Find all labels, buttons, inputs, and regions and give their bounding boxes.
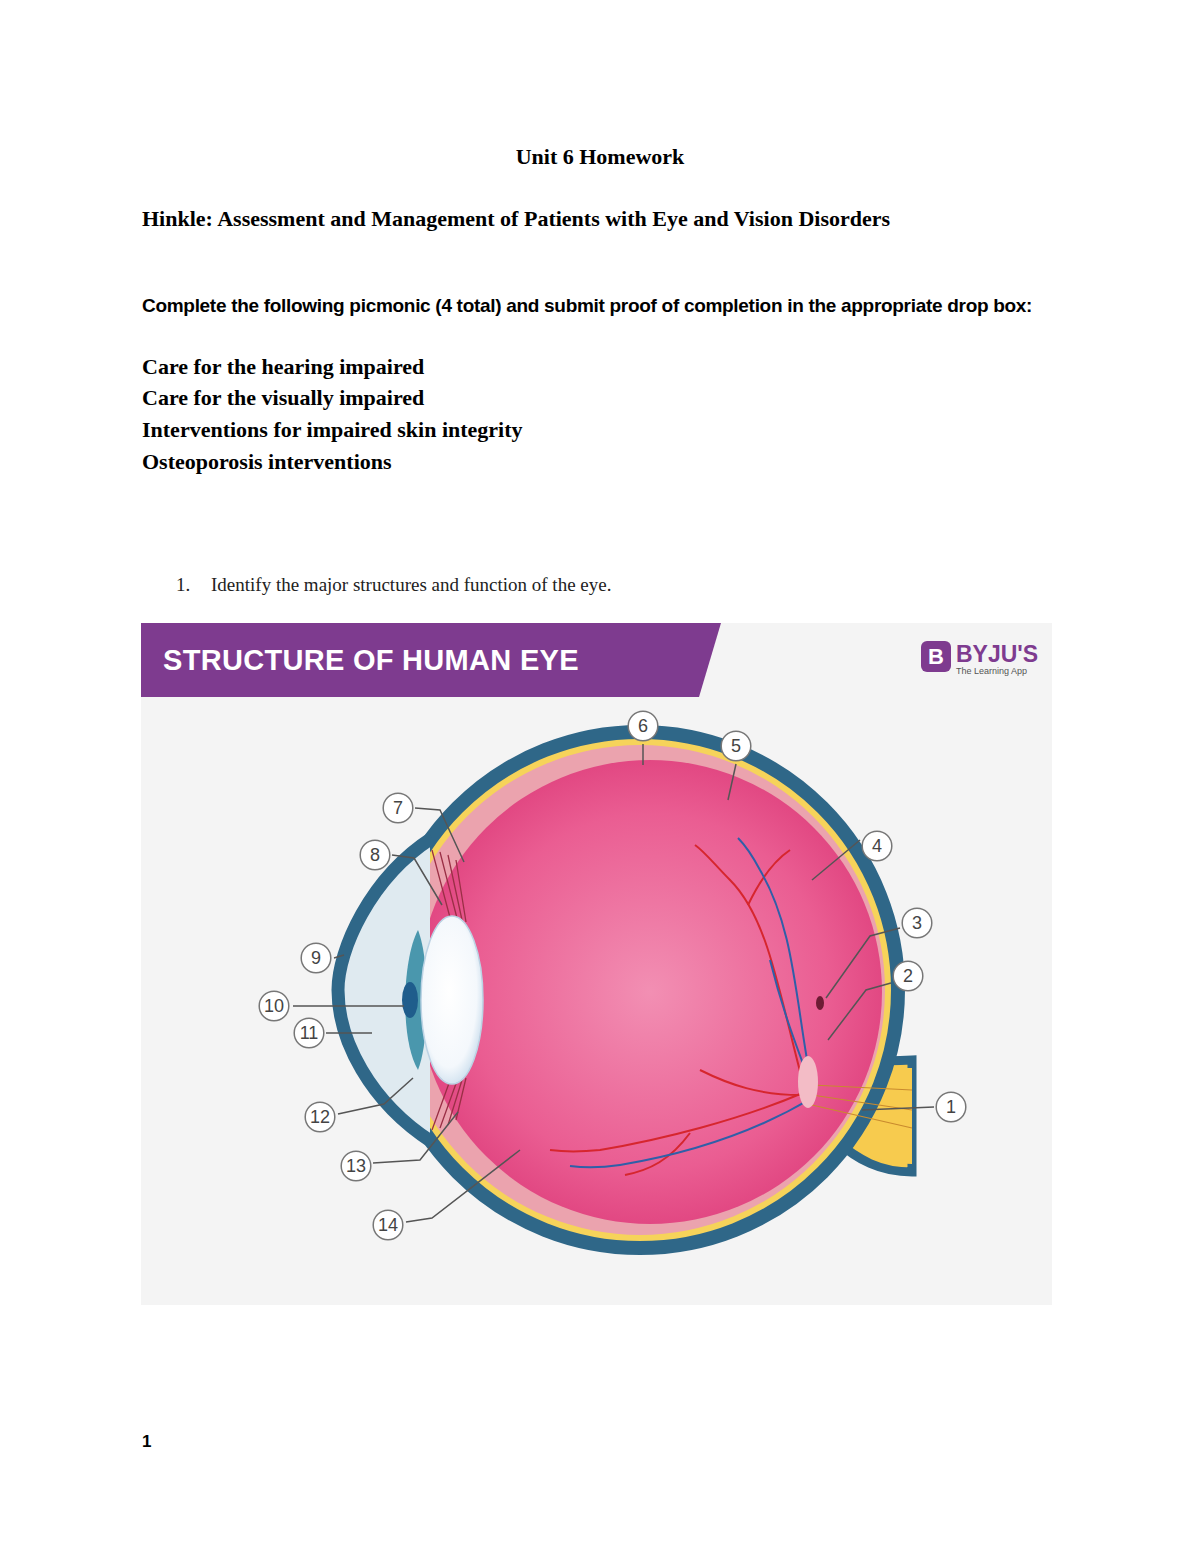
callout-ring <box>294 1018 324 1048</box>
callout-label: 7 <box>393 798 403 819</box>
logo-tagline: The Learning App <box>956 666 1027 677</box>
figure-ground <box>141 623 1052 1305</box>
instruction-text: Complete the following picmonic (4 total… <box>142 290 1062 321</box>
callout-ring <box>341 1151 371 1181</box>
callout-label: 9 <box>311 948 321 969</box>
assignment-item: Interventions for impaired skin integrit… <box>142 414 523 446</box>
callout-label: 10 <box>264 996 284 1017</box>
callout-number: 10 <box>258 990 290 1022</box>
callout-number: 1 <box>935 1091 967 1123</box>
callout-ring <box>383 793 413 823</box>
callout-ring <box>373 1210 403 1240</box>
callout-ring <box>721 731 751 761</box>
callout-ring <box>936 1092 966 1122</box>
callout-ring <box>902 908 932 938</box>
retina <box>395 745 885 1235</box>
callout-ring <box>305 1102 335 1132</box>
callout-number: 2 <box>892 960 924 992</box>
question-text: Identify the major structures and functi… <box>211 573 611 597</box>
band-fill <box>141 623 721 697</box>
callout-number: 13 <box>340 1150 372 1182</box>
callout-label: 8 <box>370 845 380 866</box>
cornea <box>338 838 432 1142</box>
callout-label: 13 <box>346 1156 366 1177</box>
callout-number: 4 <box>861 830 893 862</box>
leader-lines <box>293 744 934 1222</box>
callout-number: 3 <box>901 907 933 939</box>
logo-text: BYJU'S <box>956 641 1038 667</box>
callout-number: 5 <box>720 730 752 762</box>
callout-number: 7 <box>382 792 414 824</box>
logo-letter: B <box>928 644 944 670</box>
page-title: Unit 6 Homework <box>0 144 1200 170</box>
callout-label: 5 <box>731 736 741 757</box>
callout-ring <box>360 840 390 870</box>
callout-ring <box>259 991 289 1021</box>
callout-number: 11 <box>293 1017 325 1049</box>
band-title: STRUCTURE OF HUMAN EYE <box>163 644 579 677</box>
callout-number: 8 <box>359 839 391 871</box>
assignment-item: Care for the hearing impaired <box>142 351 424 383</box>
callout-label: 11 <box>300 1023 319 1044</box>
callout-ring <box>893 961 923 991</box>
question-number: 1. <box>176 573 190 597</box>
callout-label: 6 <box>638 716 648 737</box>
chapter-heading: Hinkle: Assessment and Management of Pat… <box>142 203 982 235</box>
callout-number: 14 <box>372 1209 404 1241</box>
callout-label: 12 <box>310 1107 330 1128</box>
pupil <box>402 982 418 1018</box>
assignment-item: Osteoporosis interventions <box>142 446 392 478</box>
page-number: 1 <box>142 1432 151 1452</box>
callout-ring <box>862 831 892 861</box>
callout-ring <box>628 711 658 741</box>
callout-label: 3 <box>912 913 922 934</box>
title-band: STRUCTURE OF HUMAN EYE <box>141 623 721 697</box>
fovea <box>816 996 824 1010</box>
callout-number: 6 <box>627 710 659 742</box>
callout-label: 14 <box>378 1215 398 1236</box>
vitreous-humour <box>418 760 882 1224</box>
optic-disc <box>798 1056 818 1108</box>
callout-label: 4 <box>872 836 882 857</box>
callout-number: 12 <box>304 1101 336 1133</box>
callout-ring <box>301 943 331 973</box>
callout-number: 9 <box>300 942 332 974</box>
lens <box>421 916 483 1084</box>
sclera <box>382 732 898 1248</box>
assignment-item: Care for the visually impaired <box>142 382 424 414</box>
callout-label: 1 <box>946 1097 956 1118</box>
logo-mark: B <box>921 641 951 672</box>
callout-label: 2 <box>903 966 913 987</box>
blood-vessels <box>550 838 812 1175</box>
